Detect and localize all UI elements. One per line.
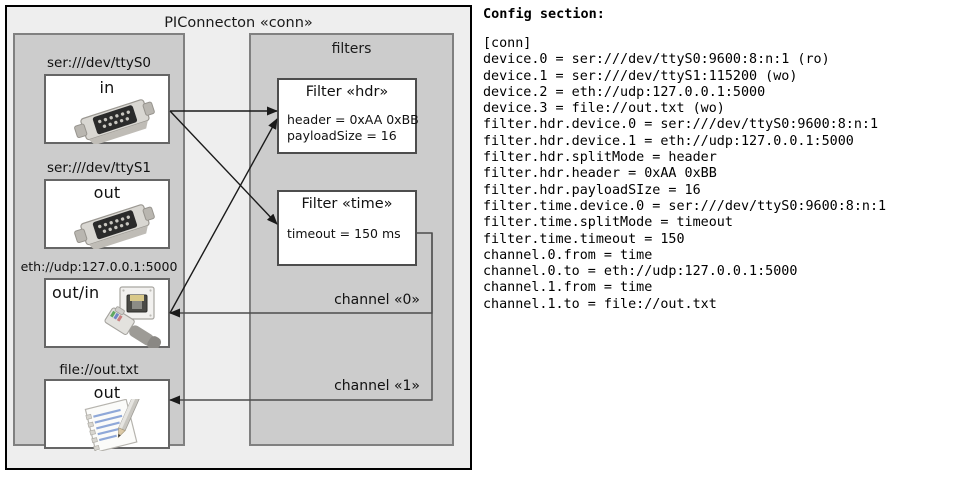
config-line: channel.1.from = time	[483, 280, 653, 296]
device-direction-file: out	[93, 383, 121, 402]
config-line: device.1 = ser:///dev/ttyS1:115200 (wo)	[483, 68, 798, 84]
config-line: device.3 = file://out.txt (wo)	[483, 101, 725, 117]
channel-label-0: channel «0»	[334, 292, 420, 308]
ethernet-jack-icon	[104, 286, 162, 348]
config-line: channel.0.from = time	[483, 247, 653, 263]
device-label-ttys0: ser:///dev/ttyS0	[47, 55, 151, 71]
filter-prop-header: header = 0xAA 0xBB	[287, 112, 419, 127]
filter-title-hdr: Filter «hdr»	[305, 84, 389, 100]
device-label-ttys1: ser:///dev/ttyS1	[47, 160, 151, 176]
device-direction-ttys1: out	[93, 183, 121, 202]
channel-label-1: channel «1»	[334, 378, 420, 394]
device-label-eth: eth://udp:127.0.0.1:5000	[20, 259, 178, 274]
filter-title-time: Filter «time»	[301, 196, 393, 212]
device-direction-ttys0: in	[99, 78, 115, 97]
config-line: [conn]	[483, 36, 532, 51]
filter-prop-timeout: timeout = 150 ms	[287, 226, 401, 241]
device-node-eth[interactable]: out/in	[44, 278, 170, 348]
config-heading: Config section:	[483, 6, 605, 22]
config-line: filter.hdr.splitMode = header	[483, 150, 717, 166]
filter-node-hdr[interactable]: Filter «hdr» header = 0xAA 0xBB payloadS…	[277, 78, 419, 154]
serial-port-icon	[74, 99, 155, 144]
config-line: device.2 = eth://udp:127.0.0.1:5000	[483, 84, 766, 100]
config-lines: [conn]device.0 = ser:///dev/ttyS0:9600:8…	[483, 36, 961, 313]
config-line: filter.hdr.payloadSIze = 16	[483, 182, 701, 198]
filter-prop-payloadsize: payloadSize = 16	[287, 128, 397, 143]
device-node-ttys1[interactable]: out	[44, 179, 170, 249]
text-file-icon	[84, 399, 142, 451]
config-line: filter.hdr.device.0 = ser:///dev/ttyS0:9…	[483, 117, 879, 133]
device-node-file[interactable]: out	[44, 379, 170, 451]
config-section: Config section: [conn]device.0 = ser:///…	[483, 6, 961, 313]
config-line: channel.1.to = file://out.txt	[483, 296, 717, 312]
config-line: filter.hdr.device.1 = eth://udp:127.0.0.…	[483, 133, 854, 149]
device-label-file: file://out.txt	[59, 362, 139, 378]
config-line: device.0 = ser:///dev/ttyS0:9600:8:n:1 (…	[483, 52, 830, 68]
filter-node-time[interactable]: Filter «time» timeout = 150 ms	[277, 190, 417, 266]
connector-title: PIConnecton «conn»	[164, 15, 313, 31]
device-node-ttys0[interactable]: in	[44, 74, 170, 144]
config-line: filter.time.timeout = 150	[483, 231, 685, 247]
serial-port-icon	[74, 204, 155, 249]
device-direction-eth: out/in	[52, 283, 100, 302]
config-line: filter.time.splitMode = timeout	[483, 215, 733, 231]
config-line: channel.0.to = eth://udp:127.0.0.1:5000	[483, 264, 798, 280]
config-line: filter.hdr.header = 0xAA 0xBB	[483, 166, 717, 182]
config-line: filter.time.device.0 = ser:///dev/ttyS0:…	[483, 198, 887, 214]
filters-panel-title: filters	[331, 41, 372, 57]
